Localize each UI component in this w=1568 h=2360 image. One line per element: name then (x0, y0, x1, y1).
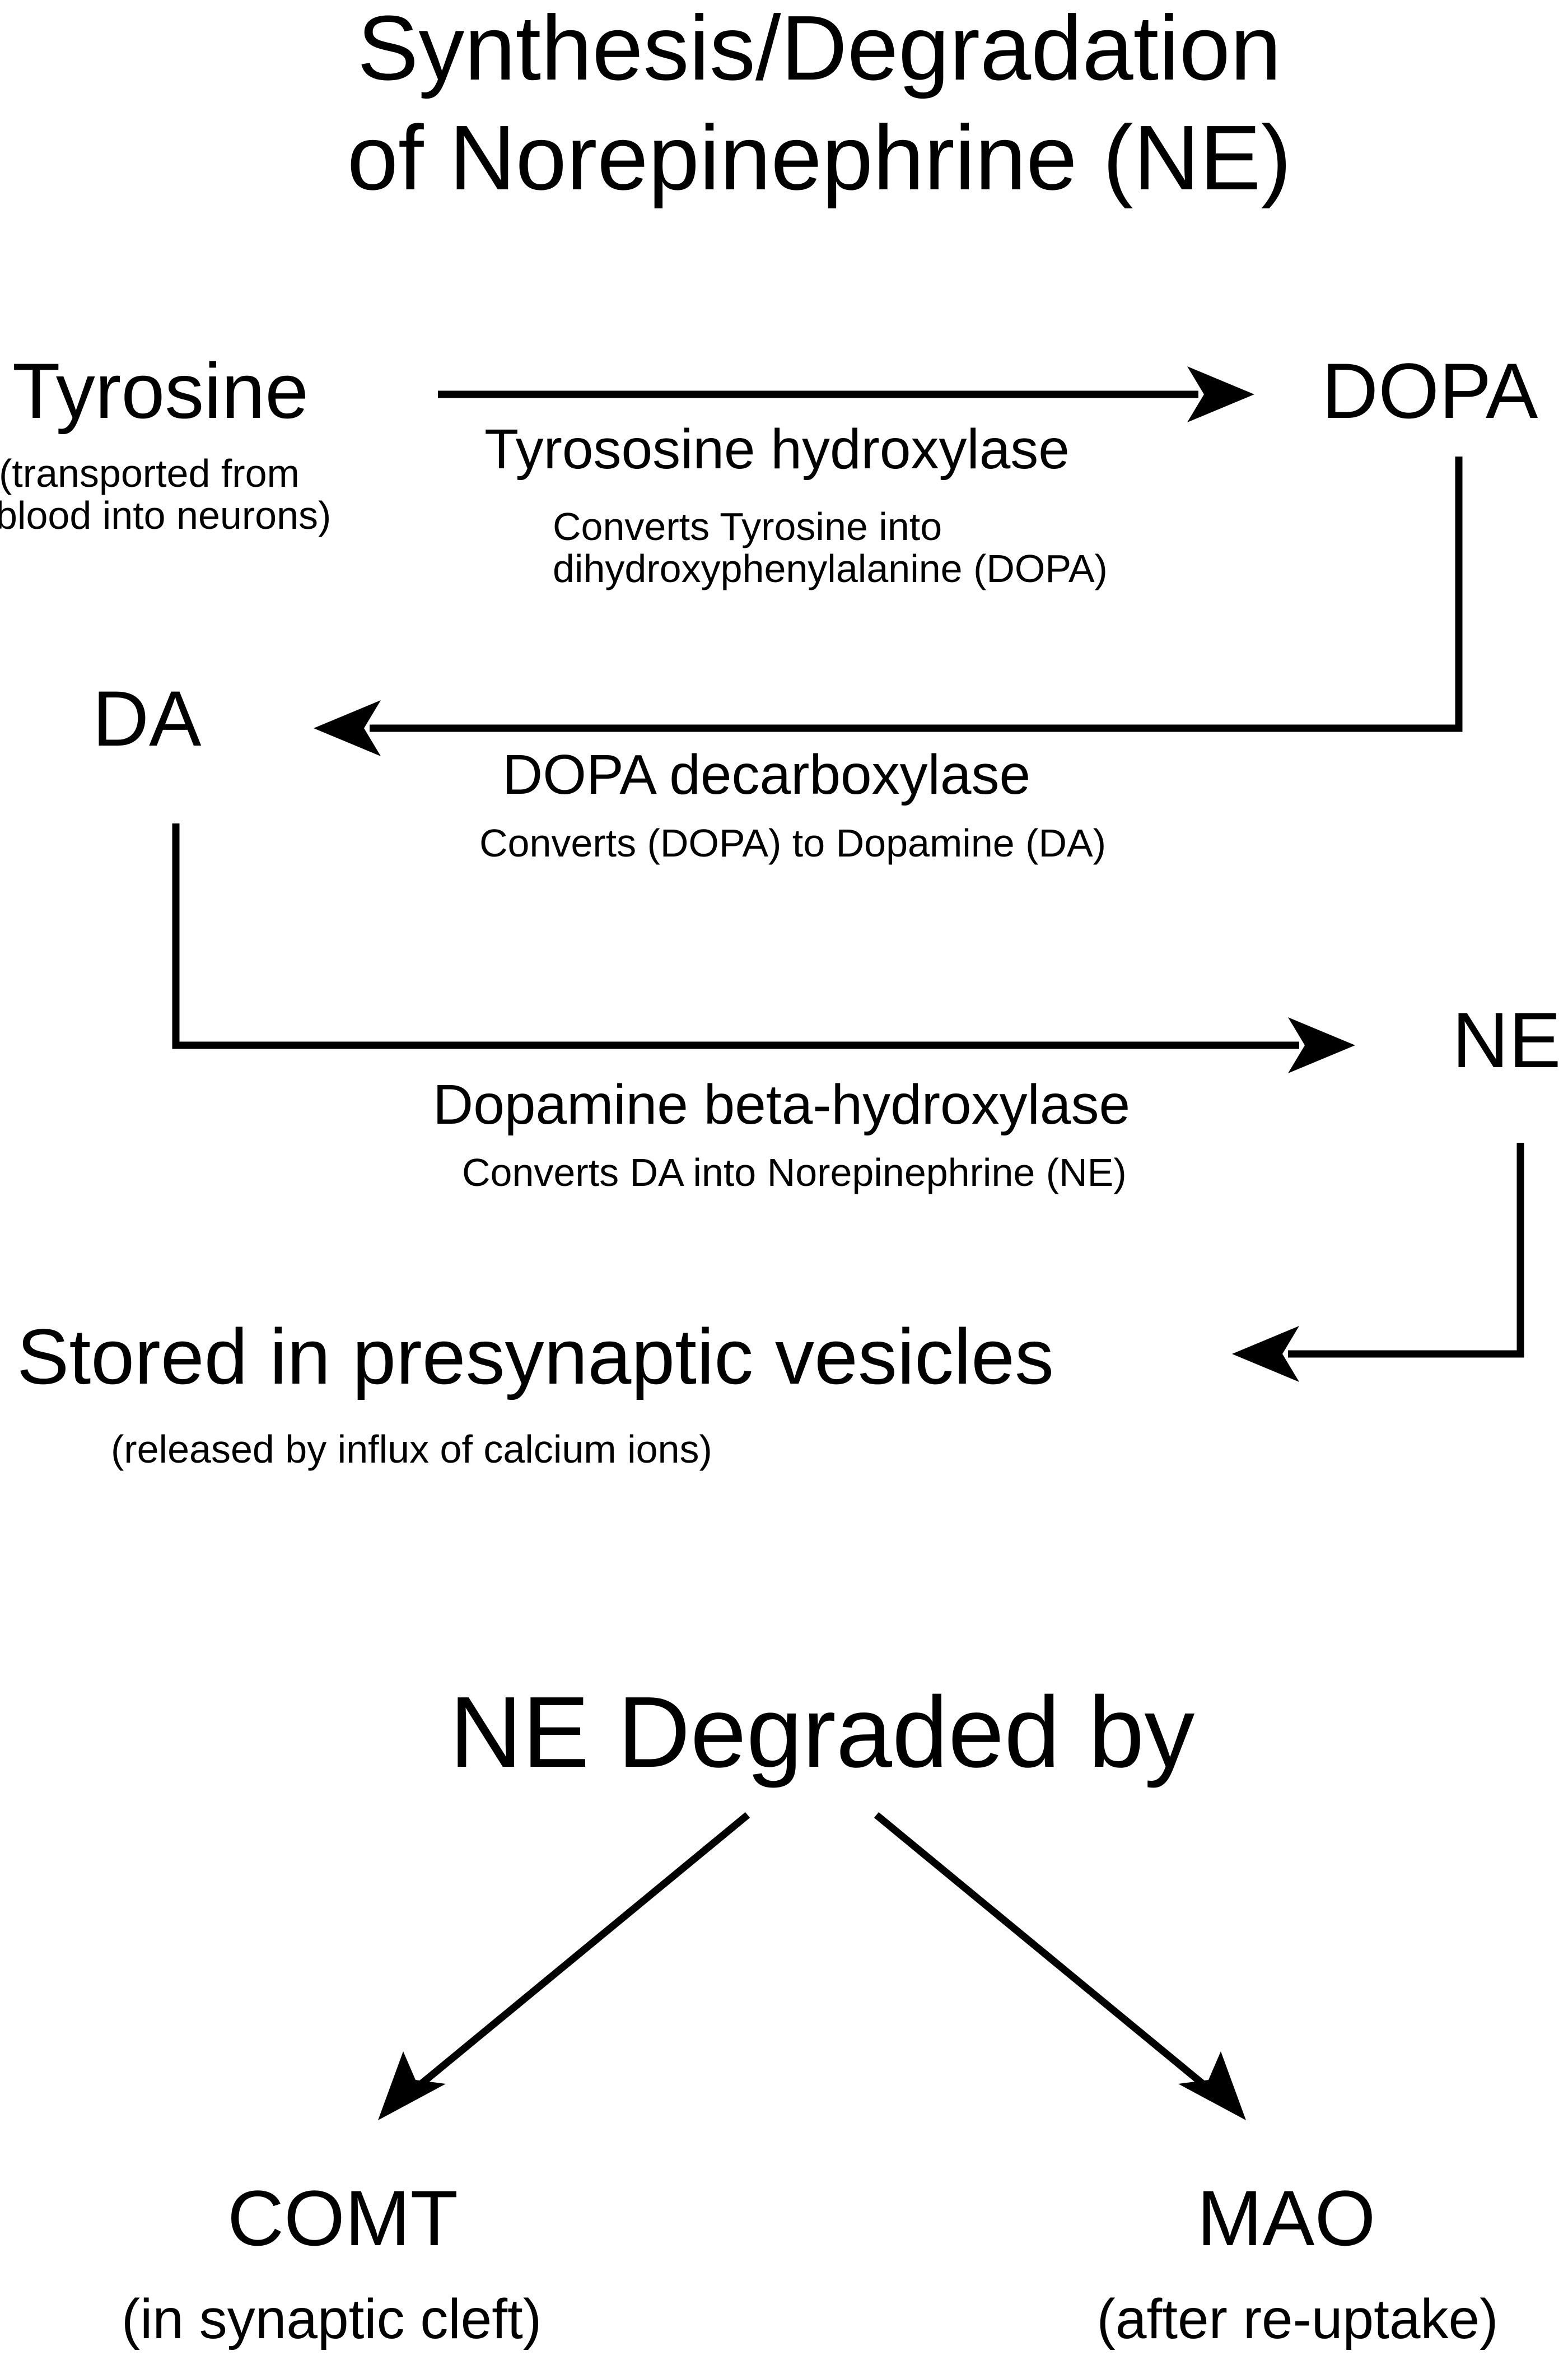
node-mao: MAO (1197, 2174, 1376, 2262)
enzyme-desc-step1-line2: dihydroxyphenylalanine (DOPA) (553, 547, 1108, 590)
degradation-title: NE Degraded by (449, 1676, 1195, 1789)
arrow-degraded-to-comt (378, 1812, 750, 2120)
node-tyrosine: Tyrosine (12, 347, 309, 435)
arrow-tyrosine-to-dopa (438, 366, 1254, 422)
node-dopa: DOPA (1322, 347, 1538, 435)
enzyme-desc-step3: Converts DA into Norepinephrine (NE) (462, 1151, 1127, 1194)
enzyme-dopamine-beta-hydroxylase: Dopamine beta-hydroxylase (433, 1073, 1131, 1136)
node-ne: NE (1452, 996, 1561, 1084)
comt-note: (in synaptic cleft) (121, 2288, 542, 2350)
storage-label: Stored in presynaptic vesicles (17, 1312, 1054, 1400)
arrow-da-to-ne (172, 823, 1355, 1073)
node-da: DA (92, 674, 202, 762)
arrow-degraded-to-mao (874, 1812, 1246, 2120)
page-subtitle: of Norepinephrine (NE) (347, 106, 1292, 209)
storage-note: (released by influx of calcium ions) (111, 1427, 712, 1471)
tyrosine-note-line1: (transported from (0, 451, 300, 495)
arrow-dopa-to-da (314, 457, 1463, 756)
node-comt: COMT (227, 2174, 459, 2262)
enzyme-dopa-decarboxylase: DOPA decarboxylase (502, 743, 1031, 806)
enzyme-desc-step2: Converts (DOPA) to Dopamine (DA) (479, 821, 1107, 865)
arrow-ne-to-storage (1232, 1143, 1524, 1382)
enzyme-tyrosine-hydroxylase: Tyrososine hydroxylase (484, 418, 1070, 481)
page-title: Synthesis/Degradation (357, 0, 1282, 99)
enzyme-desc-step1-line1: Converts Tyrosine into (553, 505, 942, 548)
mao-note: (after re-uptake) (1096, 2288, 1499, 2350)
tyrosine-note-line2: blood into neurons) (0, 494, 332, 537)
